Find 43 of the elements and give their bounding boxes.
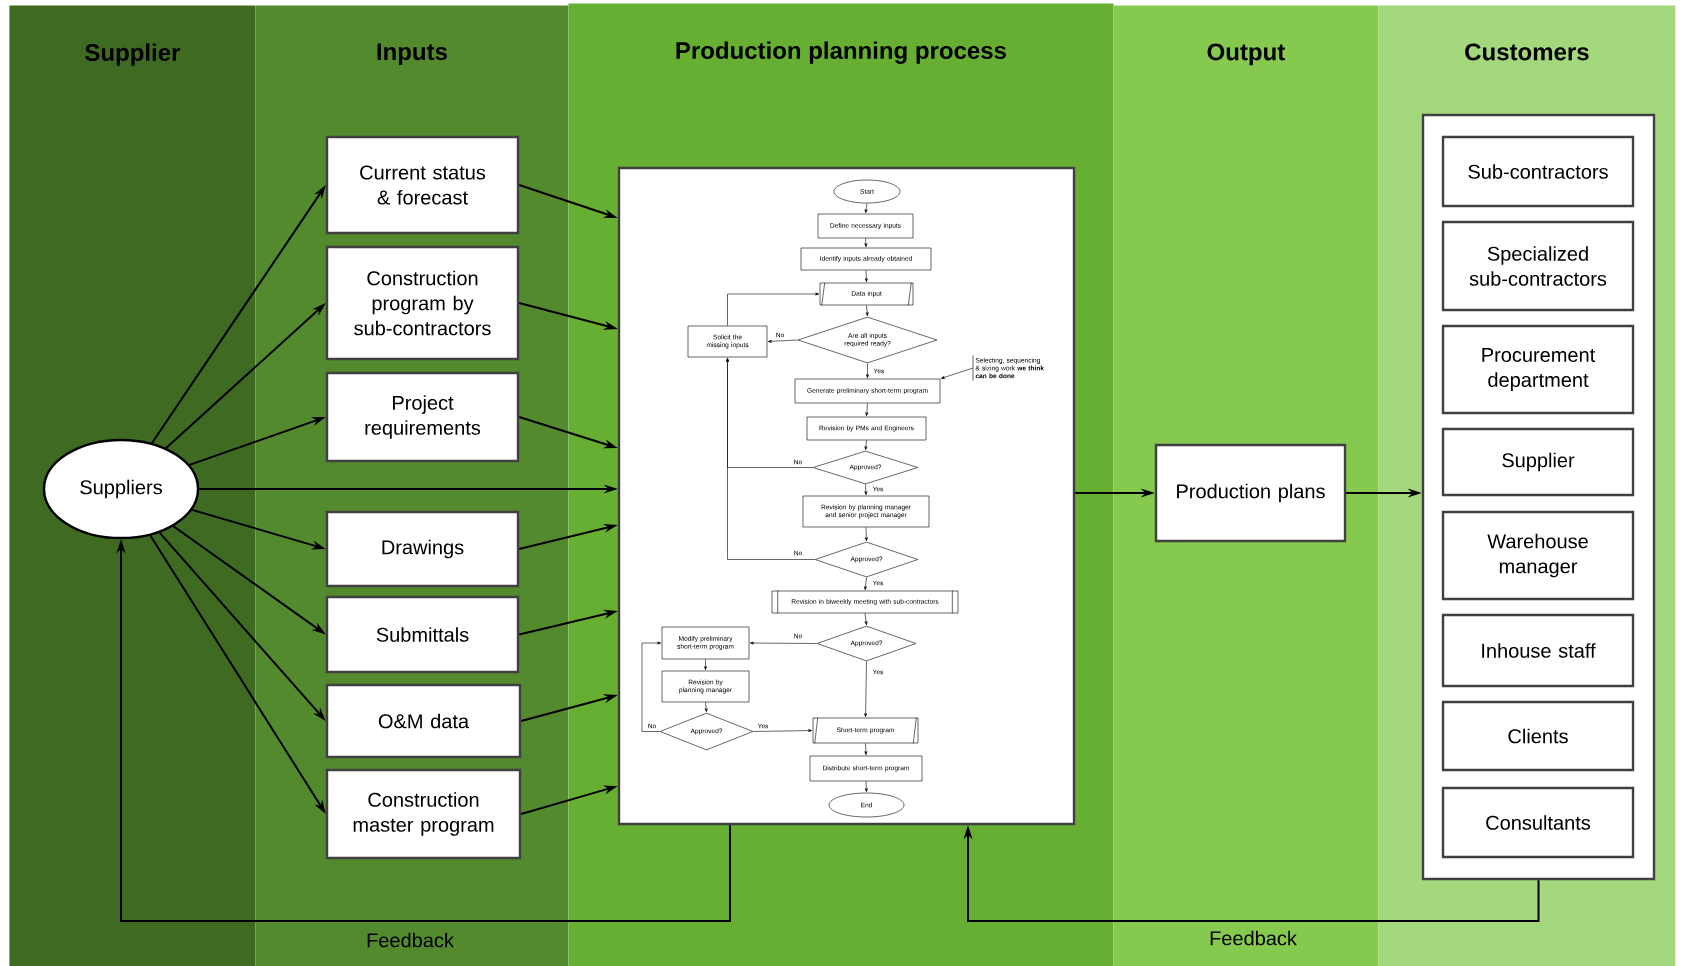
- arrow: [864, 440, 868, 451]
- customer-box: Inhouse staff: [1441, 613, 1635, 688]
- customer-box: Specialized sub-contractors: [1441, 220, 1635, 312]
- arrow: [753, 729, 813, 732]
- arrow: [864, 527, 868, 542]
- edge-label: Feedback: [367, 932, 454, 948]
- customer-box: Consultants: [1441, 786, 1635, 859]
- arrow: [864, 577, 867, 591]
- ellipse-node: Suppliers: [42, 438, 200, 540]
- arrow: [864, 203, 868, 214]
- input-box: Submittals: [325, 595, 520, 674]
- panel-box: [617, 166, 1076, 826]
- arrow: [864, 270, 868, 283]
- input-box: Construction master program: [325, 768, 522, 860]
- arrow: [865, 305, 869, 317]
- output-box: Production plans: [1154, 443, 1347, 543]
- input-box: Project requirements: [325, 371, 520, 463]
- customer-box: Warehouse manager: [1441, 510, 1635, 601]
- arrow: [864, 613, 868, 626]
- arrow: [641, 641, 662, 732]
- arrow: [767, 339, 798, 343]
- arrow: [727, 292, 820, 326]
- arrow: [864, 781, 868, 793]
- customer-box: Sub-contractors: [1441, 135, 1635, 208]
- arrow: [704, 659, 707, 671]
- arrow: [864, 661, 867, 718]
- arrow: [864, 484, 868, 496]
- arrow: [864, 238, 868, 248]
- arrow: [704, 702, 708, 713]
- arrow: [726, 357, 815, 560]
- input-box: Drawings: [325, 510, 520, 588]
- arrow: [866, 363, 869, 379]
- arrow: [940, 367, 974, 379]
- arrow: [749, 641, 817, 645]
- arrow: [864, 743, 868, 756]
- edge-label: Feedback: [1210, 930, 1297, 946]
- input-box: O&M data: [325, 683, 522, 759]
- customer-box: Supplier: [1441, 427, 1635, 497]
- customer-box: Procurement department: [1441, 324, 1635, 415]
- customer-box: Clients: [1441, 700, 1635, 772]
- input-box: Current status & forecast: [325, 135, 520, 235]
- input-box: Construction program by sub-contractors: [325, 245, 520, 361]
- arrow: [865, 403, 869, 417]
